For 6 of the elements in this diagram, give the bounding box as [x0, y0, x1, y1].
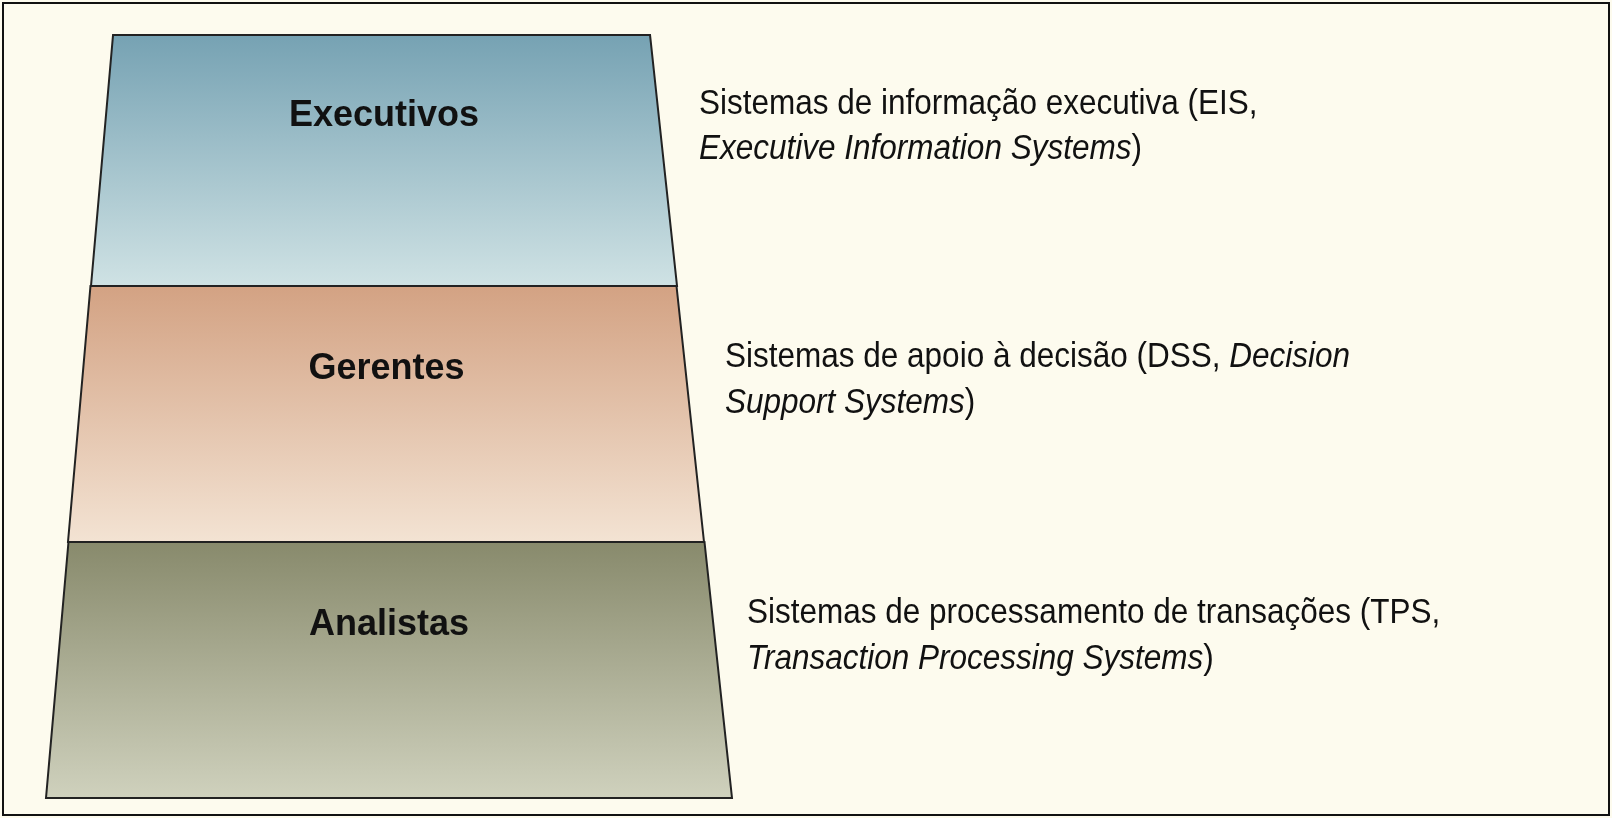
system-description: Sistemas de processamento de transações (TPS, Transaction Processing Systems): [747, 590, 1442, 678]
level-title: Executivos: [287, 92, 480, 135]
system-description: Sistemas de apoio à decisão (DSS, Decision Support Systems): [725, 334, 1352, 422]
level-title: Analistas: [307, 602, 471, 644]
system-description: Sistemas de informação executiva (EIS, Executive Information Systems): [699, 80, 1259, 168]
level-title: Gerentes: [307, 346, 466, 388]
